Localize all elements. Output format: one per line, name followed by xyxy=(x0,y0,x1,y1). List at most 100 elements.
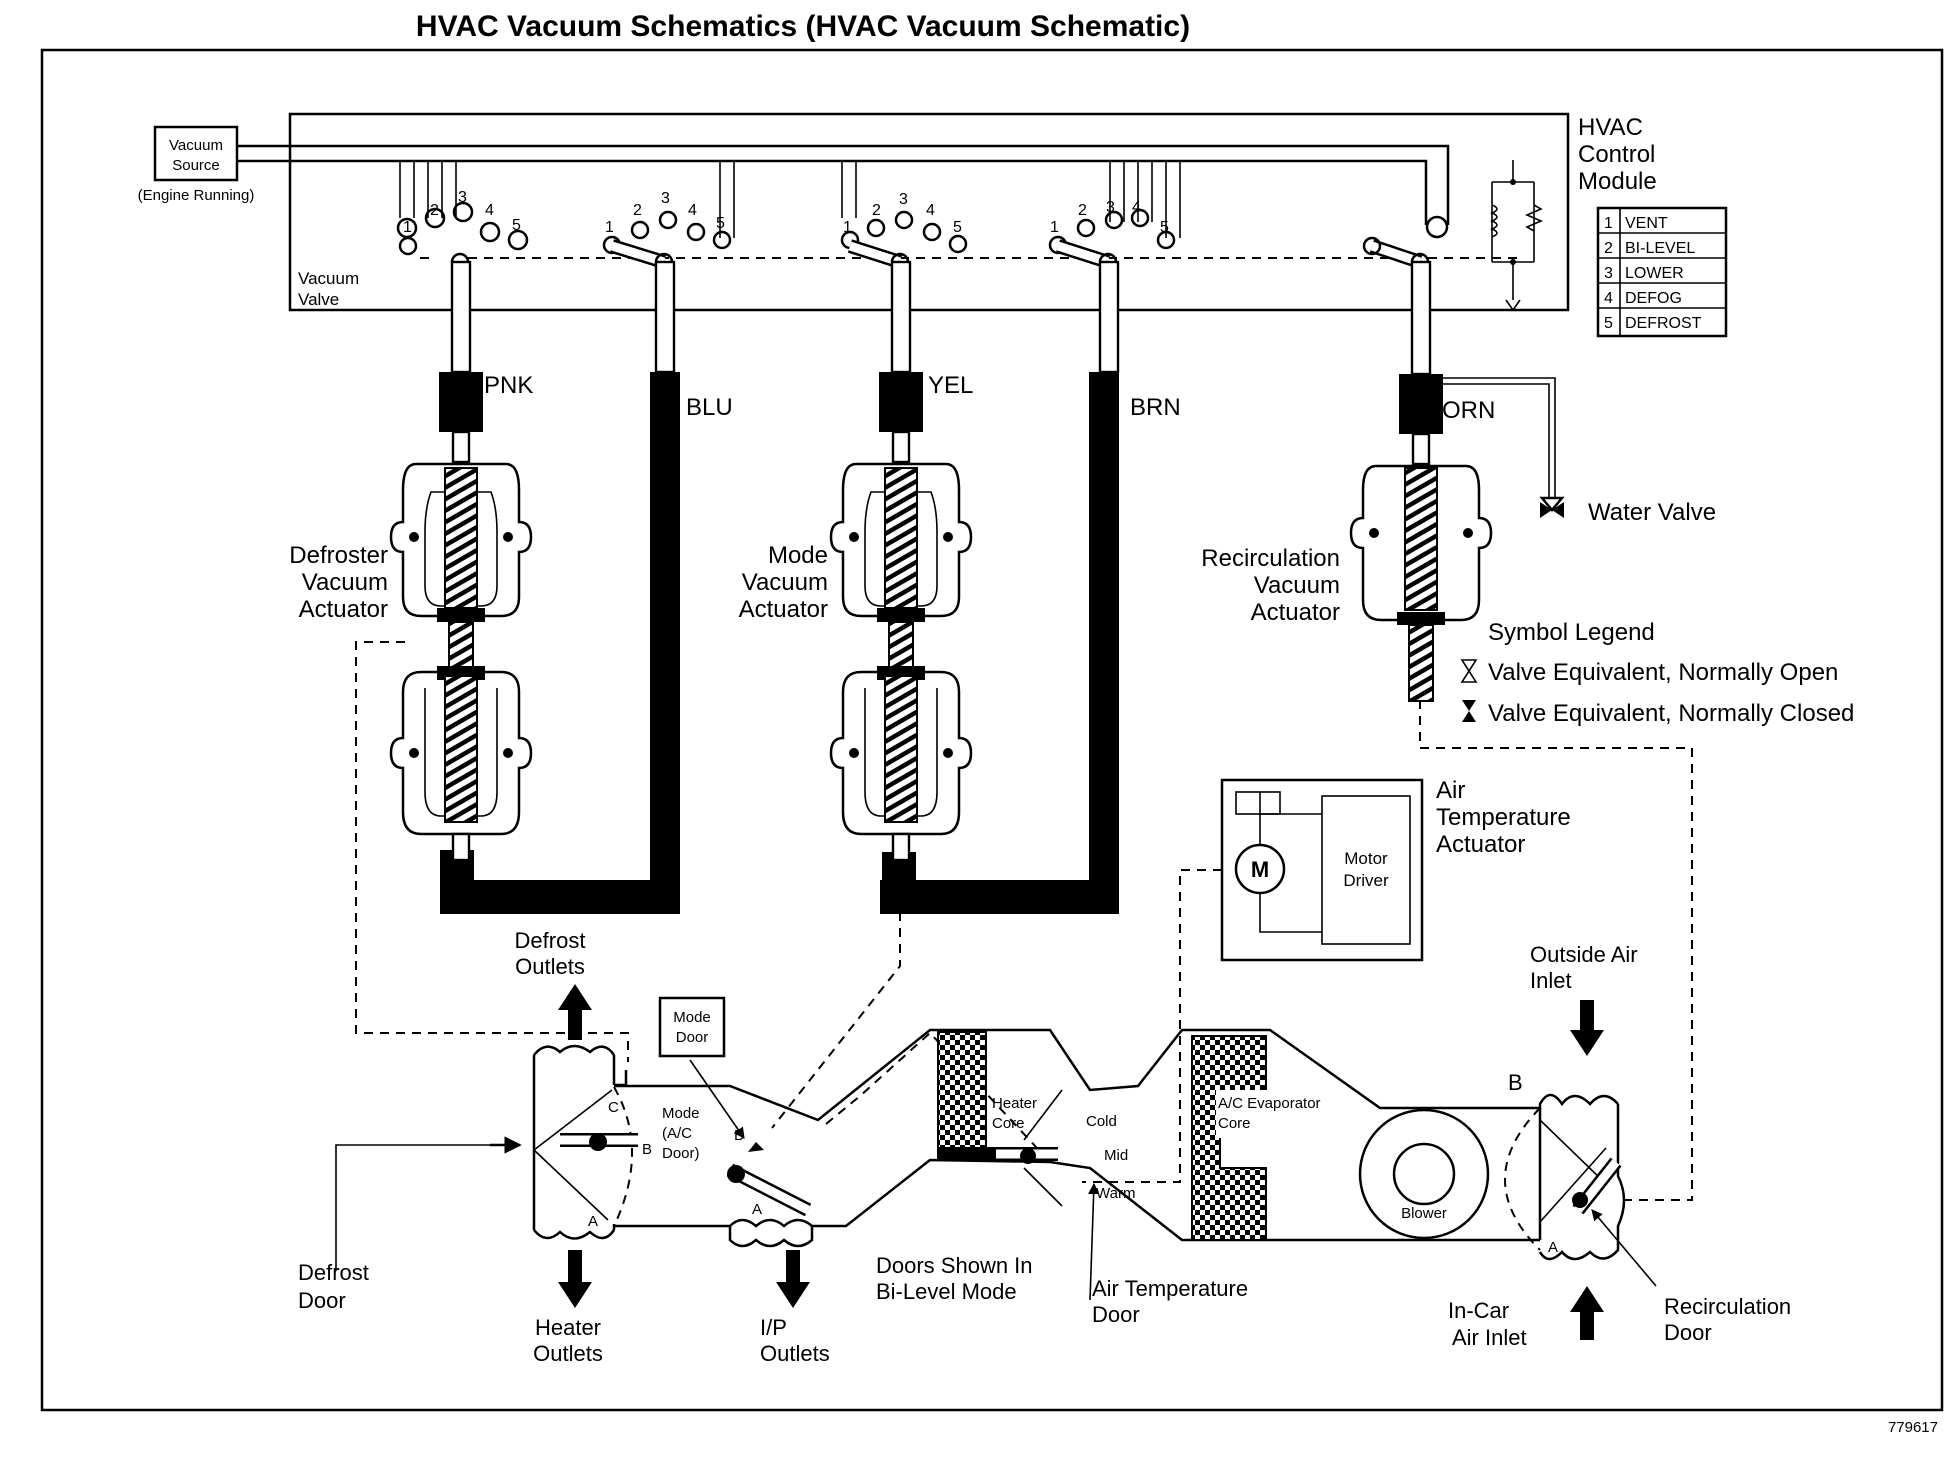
defroster-actuator-line1: Defroster xyxy=(289,542,388,569)
mode-ac-line3: Door) xyxy=(662,1145,700,1162)
recirc-door-line1: Recirculation xyxy=(1664,1294,1791,1319)
mode-box-line2: Door xyxy=(676,1029,709,1046)
heater-outlets-line2: Outlets xyxy=(533,1341,603,1366)
recirc-actuator-line2: Vacuum xyxy=(1254,572,1340,599)
incar-air-line2: Air Inlet xyxy=(1452,1325,1527,1350)
outer-frame xyxy=(40,48,1944,1412)
vacuum-tubes xyxy=(450,260,1432,376)
airflow-arrows xyxy=(335,984,1604,1340)
brn-label: BRN xyxy=(1130,394,1181,421)
motor-driver-line1: Motor xyxy=(1344,849,1388,868)
hvac-housing xyxy=(532,1028,1626,1261)
defrost-outlets-line2: Outlets xyxy=(515,954,585,979)
evaporator-line2: Core xyxy=(1218,1115,1251,1132)
valve-ports-mode: 1 2 3 4 5 xyxy=(840,191,968,272)
water-valve: Water Valve xyxy=(1433,377,1716,526)
evaporator-line1: A/C Evaporator xyxy=(1218,1095,1321,1112)
linkages xyxy=(355,641,1693,1201)
mode-box-line1: Mode xyxy=(673,1009,711,1026)
outside-air-line2: Inlet xyxy=(1530,968,1572,993)
defroster-actuator-line3: Actuator xyxy=(299,596,388,623)
hvac-control-module: HVAC Control Module Vacuum Valve xyxy=(288,112,1657,312)
vacuum-valve-line2: Valve xyxy=(298,290,339,309)
air-temp-actuator-line2: Temperature xyxy=(1436,804,1571,831)
air-temperature-door xyxy=(938,1089,1100,1301)
port-4b: 4 xyxy=(688,202,697,219)
port-1d: 1 xyxy=(1050,219,1059,236)
mode-actuator-line2: Vacuum xyxy=(742,569,828,596)
mode-table-num-1: 1 xyxy=(1604,215,1613,232)
defroster-vacuum-actuator xyxy=(389,370,533,862)
mode-table-name-5: DEFROST xyxy=(1625,315,1702,332)
mode-table-name-3: LOWER xyxy=(1625,265,1684,282)
recirc-pos-b: B xyxy=(1508,1070,1523,1095)
orn-label: ORN xyxy=(1442,397,1495,424)
blu-hose xyxy=(650,372,680,914)
mode-actuator-line3: Actuator xyxy=(739,596,828,623)
outside-air-arrow xyxy=(1570,1000,1604,1056)
mode-table-name-1: VENT xyxy=(1625,215,1668,232)
blu-label: BLU xyxy=(686,394,733,421)
port-4: 4 xyxy=(485,202,494,219)
legend-title: Symbol Legend xyxy=(1488,619,1655,646)
mode-ac-line2: (A/C xyxy=(662,1125,692,1142)
incar-air-arrow xyxy=(1570,1286,1604,1340)
mode-actuator-line1: Mode xyxy=(768,542,828,569)
port-3: 3 xyxy=(458,189,467,206)
symbol-legend: Symbol Legend Valve Equivalent, Normally… xyxy=(1460,619,1854,727)
temp-mid: Mid xyxy=(1104,1147,1128,1164)
module-label-line2: Control xyxy=(1578,141,1655,168)
defrost-pos-b: B xyxy=(642,1141,652,1158)
doors-shown-line2: Bi-Level Mode xyxy=(876,1279,1017,1304)
air-temperature-actuator: M Motor Driver Air Temperature Actuator xyxy=(1220,777,1571,962)
port-2d: 2 xyxy=(1078,202,1087,219)
port-4d: 4 xyxy=(1132,199,1141,216)
defrost-outlet-arrow xyxy=(558,984,592,1040)
temp-cold: Cold xyxy=(1086,1113,1117,1130)
heater-outlets-line1: Heater xyxy=(535,1315,601,1340)
ip-outlet-arrow xyxy=(776,1250,810,1308)
ip-outlets-line2: Outlets xyxy=(760,1341,830,1366)
air-temp-actuator-line3: Actuator xyxy=(1436,831,1525,858)
port-1b: 1 xyxy=(605,219,614,236)
temp-warm: Warm xyxy=(1096,1185,1135,1202)
incar-air-line1: In-Car xyxy=(1448,1298,1509,1323)
mode-vacuum-actuator xyxy=(829,370,973,862)
blower-label: Blower xyxy=(1401,1205,1447,1222)
mode-table-num-5: 5 xyxy=(1604,315,1613,332)
port-4c: 4 xyxy=(926,202,935,219)
port-3d: 3 xyxy=(1106,199,1115,216)
recirc-door-line2: Door xyxy=(1664,1320,1712,1345)
port-2b: 2 xyxy=(633,202,642,219)
mode-pos-b: B xyxy=(734,1127,744,1144)
valve-ports-defroster: 1 2 3 4 5 xyxy=(396,189,529,272)
ac-evaporator-core xyxy=(1191,1035,1298,1241)
module-label-line1: HVAC xyxy=(1578,114,1643,141)
yel-label: YEL xyxy=(928,372,973,399)
pnk-return xyxy=(440,880,680,914)
port-3c: 3 xyxy=(899,191,908,208)
defrost-pos-a: A xyxy=(588,1213,598,1230)
mode-ac-door xyxy=(689,1059,812,1217)
port-5b: 5 xyxy=(716,215,725,232)
valve-closed-icon xyxy=(1462,700,1476,722)
brn-hose xyxy=(1089,372,1119,914)
port-5: 5 xyxy=(512,217,521,234)
port-1: 1 xyxy=(403,219,412,236)
port-2c: 2 xyxy=(872,202,881,219)
motor-m: M xyxy=(1251,857,1269,882)
heater-core xyxy=(937,1031,987,1159)
air-temp-actuator-line1: Air xyxy=(1436,777,1465,804)
air-temp-door-line1: Air Temperature xyxy=(1092,1276,1248,1301)
defrost-pos-c: C xyxy=(608,1099,619,1116)
diagram-title: HVAC Vacuum Schematics (HVAC Vacuum Sche… xyxy=(416,10,1190,43)
motor-icon xyxy=(1234,843,1286,895)
vacuum-source: Vacuum Source (Engine Running) xyxy=(138,125,1450,239)
water-valve-label: Water Valve xyxy=(1588,499,1716,526)
vacuum-source-note: (Engine Running) xyxy=(138,187,255,204)
module-label-line3: Module xyxy=(1578,168,1657,195)
defrost-door xyxy=(490,1089,638,1221)
defrost-door-line1: Defrost xyxy=(298,1260,369,1285)
mode-table-name-2: BI-LEVEL xyxy=(1625,240,1695,257)
